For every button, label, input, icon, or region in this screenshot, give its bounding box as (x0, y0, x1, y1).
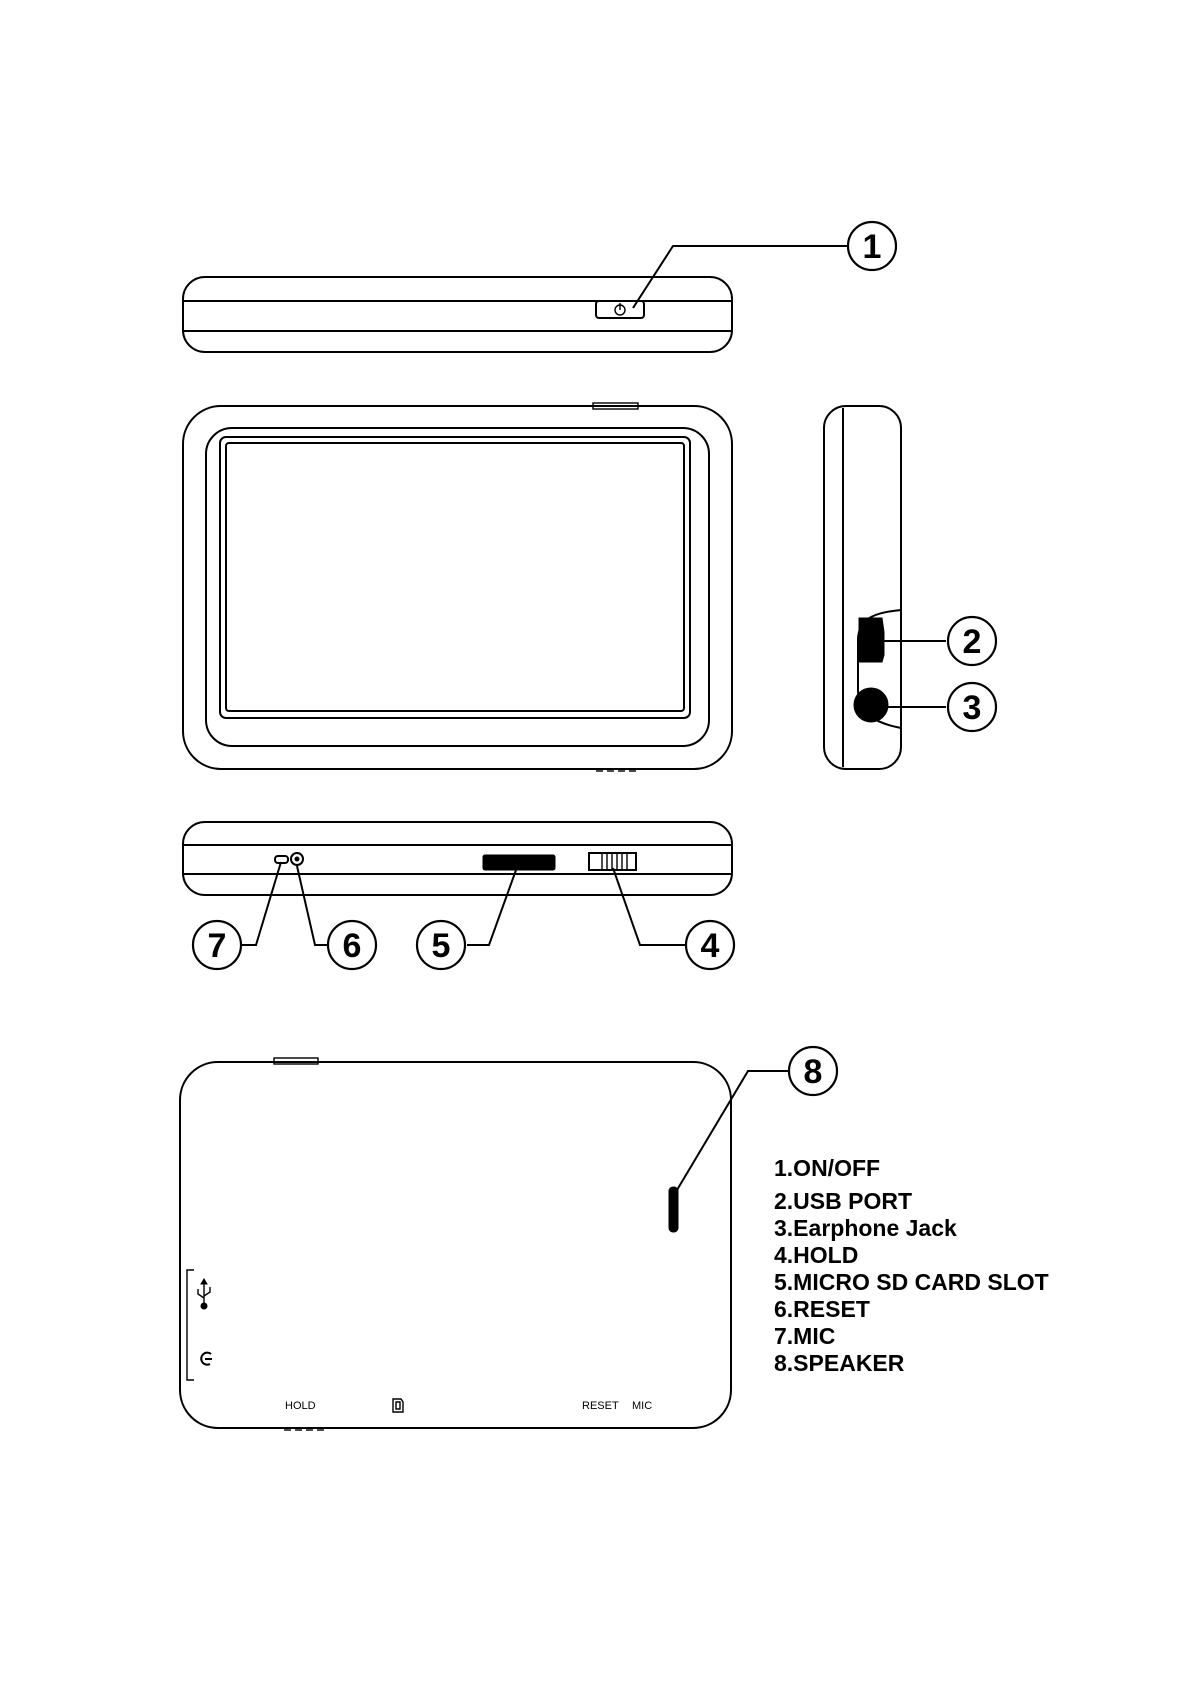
callout-7-number: 7 (208, 927, 227, 965)
speaker-grille (669, 1187, 678, 1232)
callout-7: 7 (193, 921, 241, 969)
hold-switch (589, 853, 636, 870)
back-usb-icon (198, 1279, 210, 1309)
callout-2: 2 (948, 617, 996, 665)
leader-lines (241, 246, 946, 1195)
back-headphone-icon (201, 1353, 212, 1365)
callout-1-number: 1 (863, 228, 882, 266)
reset-hole (291, 853, 303, 865)
legend: 1.ON/OFF 2.USB PORT 3.Earphone Jack 4.HO… (774, 1155, 1049, 1376)
legend-item-hold: 4.HOLD (774, 1242, 858, 1268)
bottom-view (183, 822, 732, 895)
back-reset-label: RESET (582, 1400, 619, 1412)
callout-1: 1 (848, 222, 896, 270)
callout-6-number: 6 (343, 927, 362, 965)
back-mic-label: MIC (632, 1400, 652, 1412)
legend-item-on-off: 1.ON/OFF (774, 1155, 880, 1181)
legend-item-mic: 7.MIC (774, 1323, 835, 1349)
leader-4 (613, 868, 686, 945)
power-icon (615, 303, 625, 315)
leader-5 (467, 870, 516, 945)
legend-item-reset: 6.RESET (774, 1296, 870, 1322)
mic-hole (275, 856, 288, 863)
callout-4: 4 (686, 921, 734, 969)
callout-8-number: 8 (804, 1053, 823, 1091)
side-view (824, 406, 901, 769)
callout-3-number: 3 (963, 689, 982, 727)
callout-5-number: 5 (432, 927, 451, 965)
back-sd-card-icon (393, 1399, 403, 1412)
callout-6: 6 (328, 921, 376, 969)
back-view: HOLD RESET MIC (180, 1058, 731, 1430)
top-view (183, 277, 732, 352)
legend-item-speaker: 8.SPEAKER (774, 1350, 905, 1376)
leader-6 (297, 866, 328, 945)
callout-2-number: 2 (963, 623, 982, 661)
legend-item-usb-port: 2.USB PORT (774, 1188, 912, 1214)
callout-4-number: 4 (701, 927, 720, 965)
earphone-jack (854, 688, 888, 722)
micro-sd-slot (483, 855, 555, 870)
callout-8: 8 (789, 1047, 837, 1095)
callout-3: 3 (948, 683, 996, 731)
front-view (183, 403, 732, 771)
back-hold-label: HOLD (285, 1400, 316, 1412)
legend-item-micro-sd: 5.MICRO SD CARD SLOT (774, 1269, 1049, 1295)
callout-5: 5 (417, 921, 465, 969)
legend-item-earphone-jack: 3.Earphone Jack (774, 1215, 957, 1241)
usb-port (859, 618, 884, 662)
